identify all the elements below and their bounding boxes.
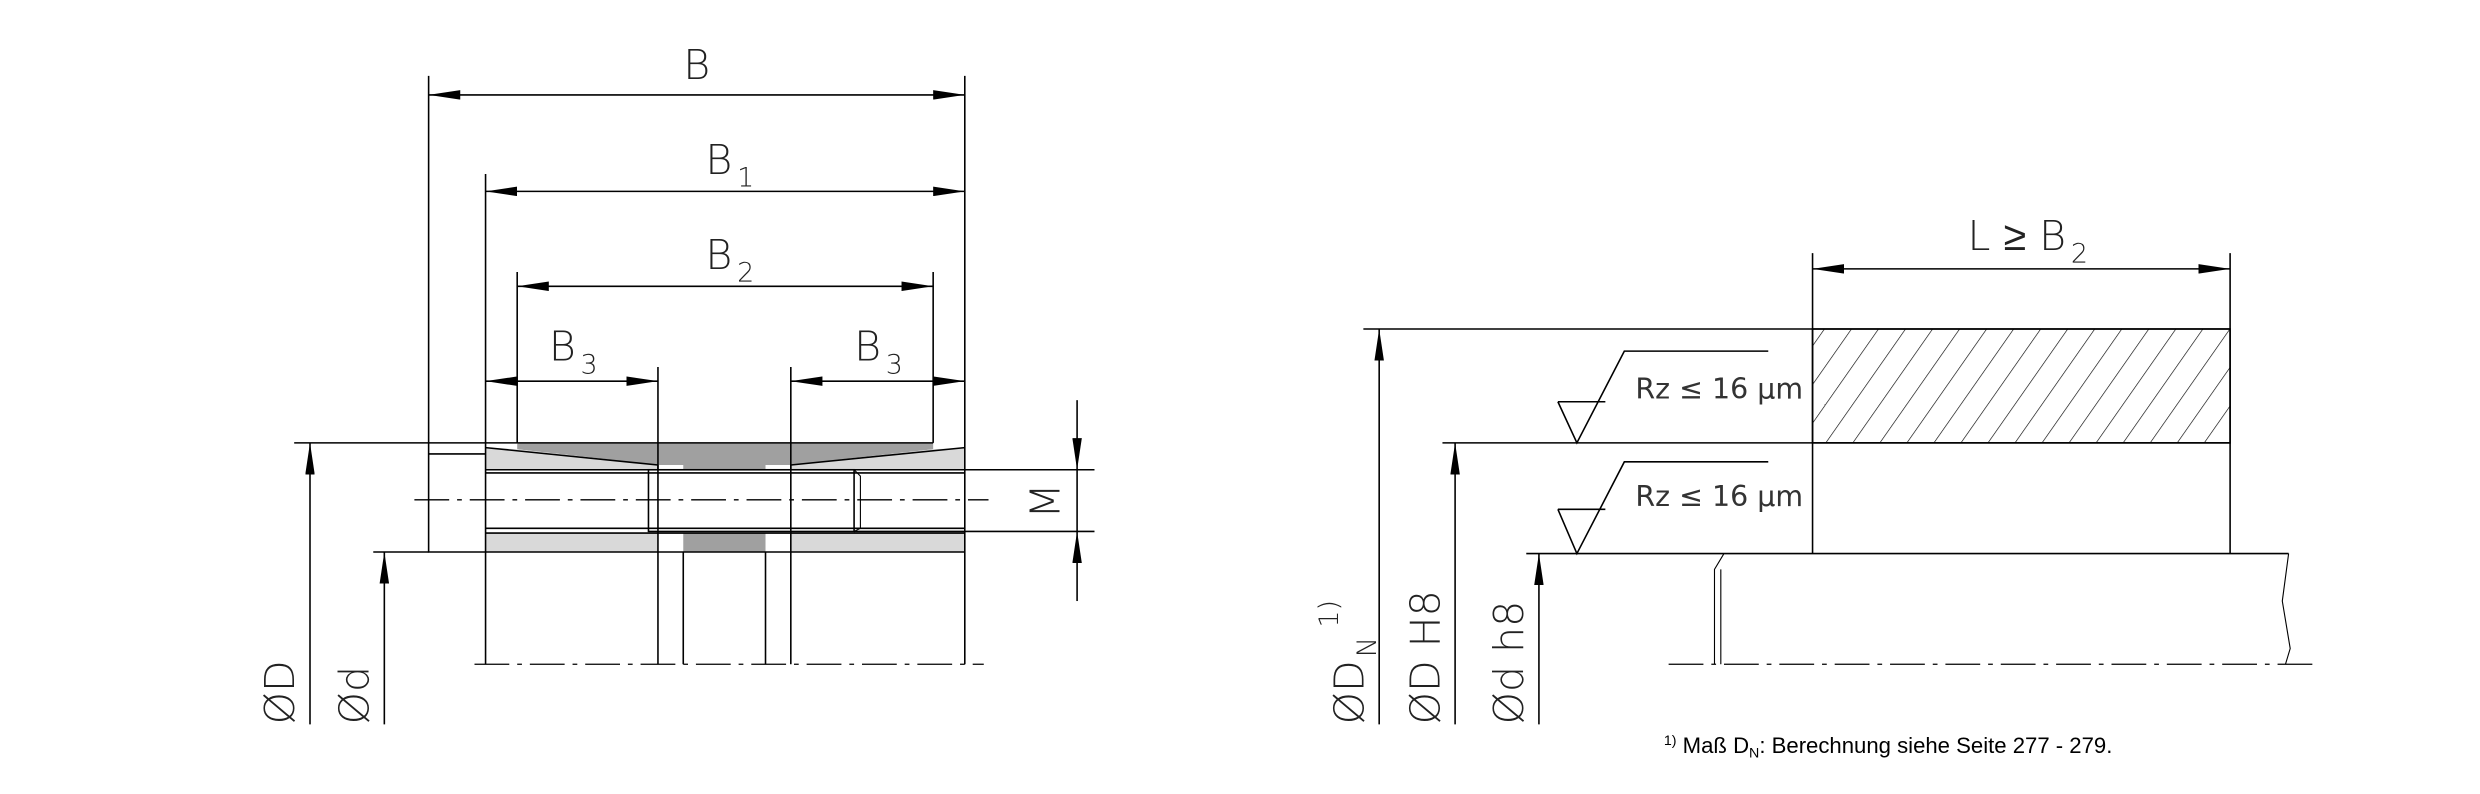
- roughness-symbol-bore: Rz ≤ 16 µm: [1557, 350, 1803, 445]
- shaft-break-right: [2281, 553, 2291, 665]
- dim-d-label: Ød: [331, 666, 379, 724]
- footnote: 1) Maß DN: Berechnung siehe Seite 277 - …: [1664, 733, 2112, 762]
- shaft-break-left: [1713, 553, 1725, 665]
- roughness-shaft-text: Rz ≤ 16 µm: [1635, 480, 1803, 513]
- left-cone-fill: [485, 447, 658, 470]
- screw-sleeve: [647, 468, 855, 533]
- middle-ring-fill: [683, 533, 766, 553]
- roughness-symbol-shaft: Rz ≤ 16 µm: [1557, 461, 1803, 556]
- hub-hatched-section: [1811, 328, 2231, 444]
- dim-dh8-label: Ød h8: [1485, 601, 1533, 725]
- right-cone-fill: [790, 447, 965, 470]
- roughness-bore-text: Rz ≤ 16 µm: [1635, 373, 1803, 406]
- dim-D-label: ØD: [256, 660, 304, 724]
- dim-DH8-label: ØD H8: [1401, 590, 1449, 724]
- dim-B-label: B: [683, 41, 710, 89]
- dim-M-label: M: [1022, 483, 1070, 518]
- dim-DN-label: ØDN1): [1314, 600, 1383, 724]
- dark-cone-fill: [517, 442, 934, 470]
- right-ring-fill: [790, 533, 965, 553]
- left-ring-fill: [485, 533, 658, 553]
